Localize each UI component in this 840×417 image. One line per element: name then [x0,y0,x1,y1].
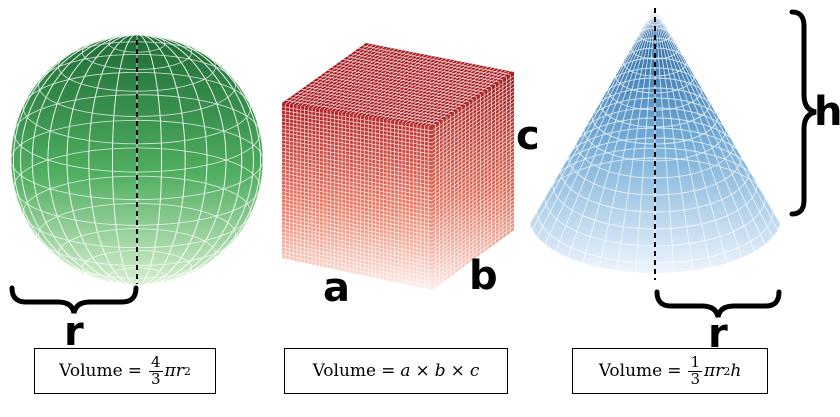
formula-equals: = [667,361,682,381]
formula-exponent: 2 [183,364,191,378]
sphere-shape [11,34,263,286]
formula-h: h [730,361,742,381]
cone-shape [530,8,780,280]
formula-word: Volume [312,361,377,381]
cone-radius-brace [654,289,782,318]
formula-pi: π [704,361,716,381]
formula-fraction: 4 3 [148,352,163,388]
cuboid-shape [282,43,514,290]
formula-word: Volume [59,361,123,381]
formula-times-2: × [450,361,465,381]
sphere-radius-label: r [64,309,84,355]
fraction-denominator: 3 [150,369,161,388]
fraction-numerator: 1 [688,352,703,372]
formula-pi: π [164,361,176,381]
formula-equals: = [127,361,142,381]
formula-fraction: 1 3 [688,352,703,388]
formula-r: r [175,361,184,381]
formula-r: r [715,361,724,381]
cuboid-edge-c-label: c [516,113,540,159]
formula-a: a [400,361,411,381]
cone-height-brace [789,9,817,217]
formula-exponent: 2 [723,364,731,378]
formula-equals: = [381,361,396,381]
formula-b: b [434,361,446,381]
formula-times-1: × [415,361,430,381]
cuboid-volume-formula: Volume = a × b × c [284,348,508,394]
cone-radius-label: r [708,311,728,357]
formula-c: c [469,361,480,381]
fraction-numerator: 4 [148,352,163,372]
formula-word: Volume [598,361,663,381]
cone-height-label: h [814,89,840,135]
fraction-denominator: 3 [690,369,701,388]
cuboid-edge-a-label: a [323,265,350,311]
cuboid-edge-b-label: b [469,253,498,299]
sphere-radius-brace [9,285,139,314]
